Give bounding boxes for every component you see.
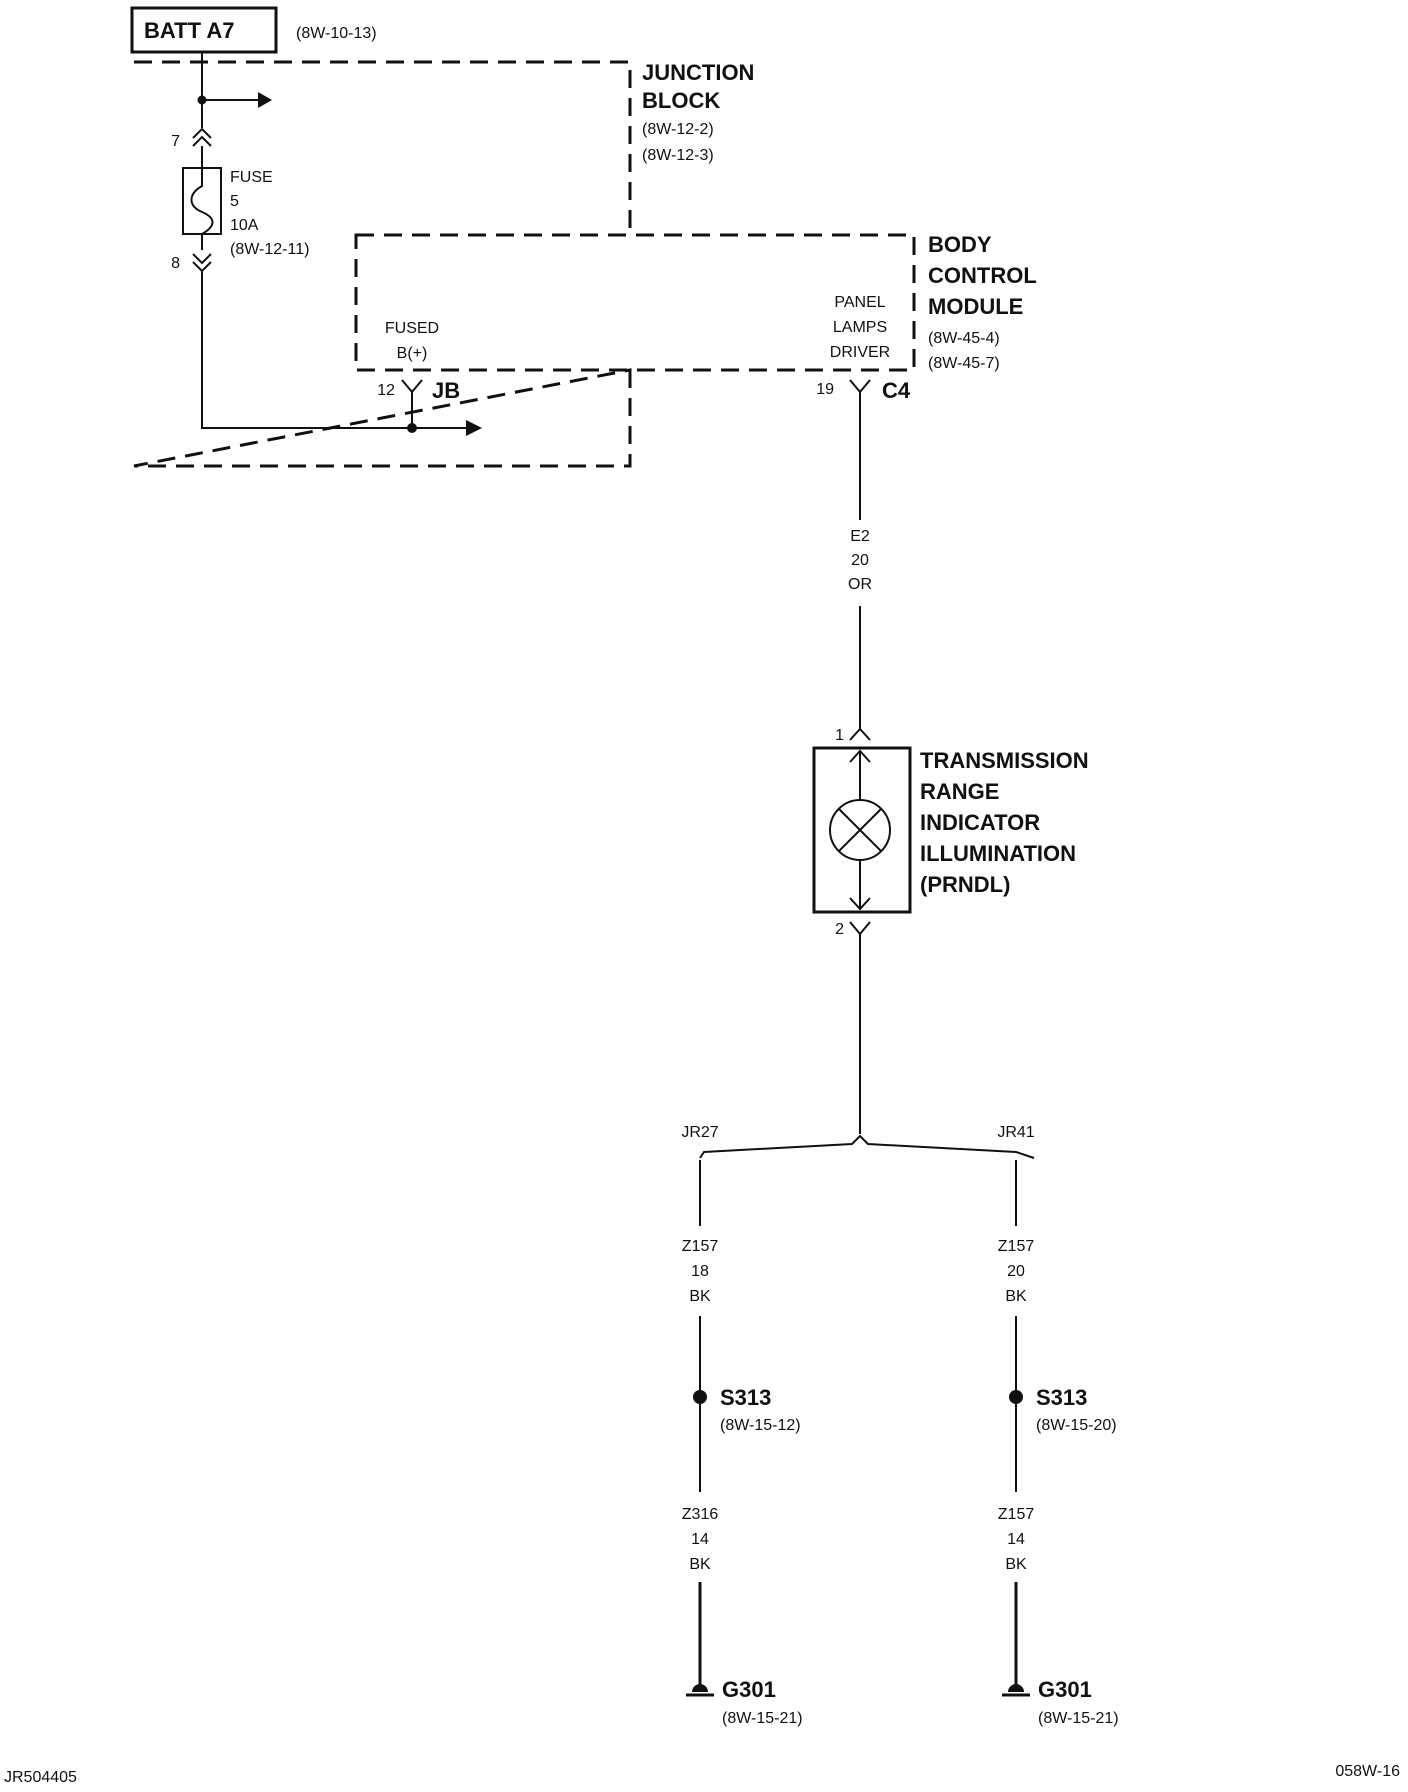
- jb-connector-label: JB: [432, 378, 460, 403]
- harness-split: [699, 1134, 1035, 1159]
- left-wire1-circuit: Z157: [682, 1238, 719, 1255]
- fuse-ref: (8W-12-11): [230, 241, 309, 258]
- right-splice-ref: (8W-15-20): [1036, 1417, 1117, 1434]
- e2-gauge: 20: [851, 552, 869, 569]
- bcm-ref-1: (8W-45-4): [928, 330, 1000, 347]
- batt-box: [130, 6, 278, 54]
- junction-block-title-2: BLOCK: [642, 88, 720, 113]
- fuse-element-icon: [190, 168, 214, 235]
- bcm-title-1: BODY: [928, 232, 992, 257]
- c4-connector-icon: [849, 379, 871, 394]
- left-wire2-circuit: Z316: [682, 1506, 719, 1523]
- left-ground-label: G301: [722, 1677, 776, 1702]
- c4-connector-label: C4: [882, 378, 911, 403]
- fuse-pin-in: 7: [171, 133, 180, 150]
- prndl-box: [812, 746, 912, 914]
- branch-right-tag: JR41: [997, 1124, 1034, 1141]
- fuse-rating: 10A: [230, 217, 259, 234]
- left-wire1-color: BK: [689, 1288, 711, 1305]
- fused-b-arrow-icon: [466, 420, 482, 436]
- prndl-pin-top: 1: [835, 727, 844, 744]
- left-splice-ref: (8W-15-12): [720, 1417, 801, 1434]
- batt-branch-arrow-icon: [258, 92, 272, 108]
- junction-block-ref-1: (8W-12-2): [642, 121, 714, 138]
- right-wire2-circuit: Z157: [998, 1506, 1035, 1523]
- junction-block-outline: [133, 60, 632, 468]
- prndl-title-5: (PRNDL): [920, 872, 1010, 897]
- fuse-pin-out: 8: [171, 255, 180, 272]
- right-ground-icon: [1008, 1684, 1024, 1692]
- prndl-title-3: INDICATOR: [920, 810, 1040, 835]
- junction-block-title-1: JUNCTION: [642, 60, 754, 85]
- right-wire2-color: BK: [1005, 1556, 1027, 1573]
- bcm-driver-label-2: LAMPS: [833, 319, 887, 336]
- right-wire1-color: BK: [1005, 1288, 1027, 1305]
- prndl-pin-bottom: 2: [835, 921, 844, 938]
- right-wire1-circuit: Z157: [998, 1238, 1035, 1255]
- jb-pin-number: 12: [377, 382, 395, 399]
- right-splice-dot: [1009, 1390, 1023, 1404]
- c4-pin-number: 19: [816, 381, 834, 398]
- branch-left-tag: JR27: [681, 1124, 718, 1141]
- batt-label: BATT A7: [144, 18, 234, 43]
- junction-block-ref-2: (8W-12-3): [642, 147, 714, 164]
- fuse-out-connector-icon: [192, 253, 212, 273]
- prndl-title-4: ILLUMINATION: [920, 841, 1076, 866]
- fuse-in-connector-icon: [192, 127, 212, 147]
- bcm-ref-2: (8W-45-7): [928, 355, 1000, 372]
- left-splice-label: S313: [720, 1385, 771, 1410]
- prndl-pin1-connector-icon: [849, 727, 871, 741]
- left-ground-ref: (8W-15-21): [722, 1710, 803, 1727]
- e2-circuit: E2: [850, 528, 870, 545]
- bcm-fused-label-2: B(+): [397, 345, 428, 362]
- right-wire1-gauge: 20: [1007, 1263, 1025, 1280]
- prndl-title-2: RANGE: [920, 779, 999, 804]
- fused-b-wire: [201, 271, 470, 429]
- lamp-cross-icon: [838, 808, 882, 852]
- fuse-label: FUSE: [230, 169, 273, 186]
- right-splice-label: S313: [1036, 1385, 1087, 1410]
- left-wire2-color: BK: [689, 1556, 711, 1573]
- left-ground-icon: [692, 1684, 708, 1692]
- bcm-driver-label-3: DRIVER: [830, 344, 890, 361]
- left-wire2-gauge: 14: [691, 1531, 709, 1548]
- prndl-title-1: TRANSMISSION: [920, 748, 1089, 773]
- right-ground-ref: (8W-15-21): [1038, 1710, 1119, 1727]
- jb-connector-icon: [401, 379, 423, 394]
- fuse-number: 5: [230, 193, 239, 210]
- right-ground-label: G301: [1038, 1677, 1092, 1702]
- bcm-driver-label-1: PANEL: [834, 294, 885, 311]
- batt-ref: (8W-10-13): [296, 25, 377, 42]
- bcm-title-3: MODULE: [928, 294, 1023, 319]
- e2-color: OR: [848, 576, 872, 593]
- bcm-title-2: CONTROL: [928, 263, 1037, 288]
- footer-right-code: 058W-16: [1335, 1763, 1400, 1780]
- prndl-inner-top-icon: [849, 749, 871, 800]
- left-wire1-gauge: 18: [691, 1263, 709, 1280]
- prndl-pin2-connector-icon: [849, 921, 871, 936]
- bcm-outline: [354, 233, 916, 372]
- right-wire2-gauge: 14: [1007, 1531, 1025, 1548]
- prndl-inner-bottom-icon: [849, 860, 871, 911]
- footer-left-code: JR504405: [4, 1769, 77, 1786]
- bcm-fused-label-1: FUSED: [385, 320, 439, 337]
- left-splice-dot: [693, 1390, 707, 1404]
